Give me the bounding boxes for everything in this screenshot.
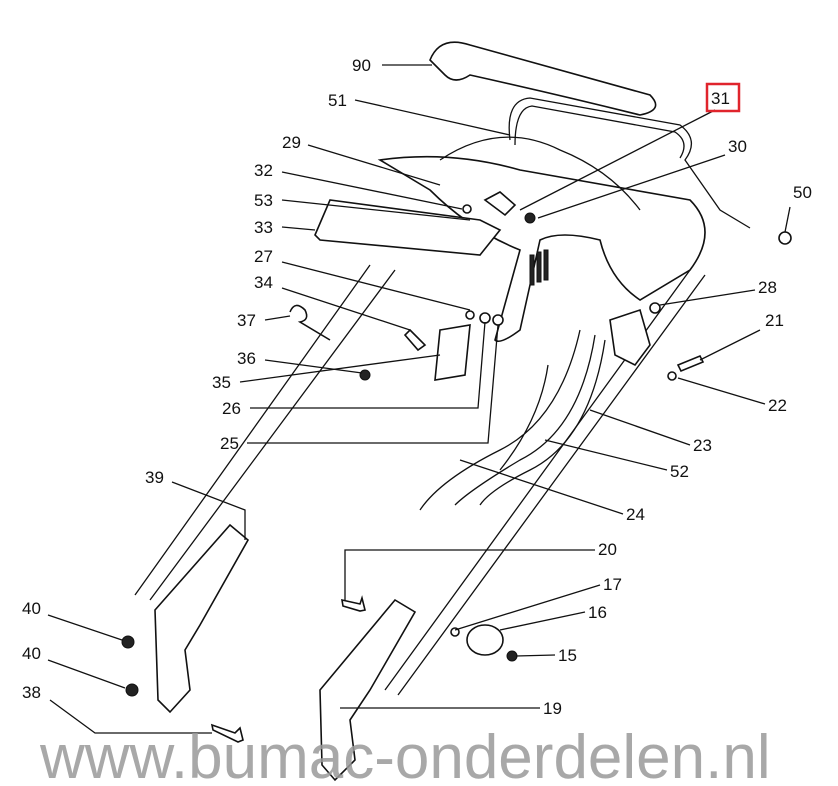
label-40-lower: 40 — [22, 644, 41, 663]
label-24: 24 — [626, 505, 645, 524]
label-35: 35 — [212, 373, 231, 392]
label-25: 25 — [220, 434, 239, 453]
label-32: 32 — [254, 161, 273, 180]
label-51: 51 — [328, 91, 347, 110]
eye-bolt-part — [289, 304, 331, 341]
screw-21-part — [676, 354, 705, 373]
cover-bar-part — [314, 199, 502, 256]
label-23: 23 — [693, 436, 712, 455]
label-31: 31 — [711, 89, 730, 108]
label-37: 37 — [237, 311, 256, 330]
label-34: 34 — [254, 273, 273, 292]
nut-part — [524, 212, 536, 224]
label-16: 16 — [588, 603, 607, 622]
control-housing-part — [377, 155, 706, 343]
label-90: 90 — [352, 56, 371, 75]
latch-part — [483, 191, 517, 217]
bolt-38-part — [210, 723, 244, 743]
lower-handle-left-part — [134, 264, 396, 601]
label-21: 21 — [765, 311, 784, 330]
upper-handle-part — [508, 97, 751, 229]
label-33: 33 — [254, 218, 273, 237]
label-53: 53 — [254, 191, 273, 210]
side-bracket-right-part — [319, 598, 417, 782]
label-19: 19 — [543, 699, 562, 718]
washer-26-part — [479, 312, 491, 324]
part-labels: 90 51 31 29 30 32 50 53 33 27 34 28 37 2… — [22, 56, 812, 718]
label-29: 29 — [282, 133, 301, 152]
label-27: 27 — [254, 247, 273, 266]
label-39: 39 — [145, 468, 164, 487]
knob-16-part — [466, 624, 504, 656]
decal-plate-part — [434, 324, 471, 381]
screw-part — [462, 204, 472, 214]
label-15: 15 — [558, 646, 577, 665]
label-20: 20 — [598, 540, 617, 559]
label-30: 30 — [728, 137, 747, 156]
label-26: 26 — [222, 399, 241, 418]
leader-lines — [47, 64, 791, 734]
label-17: 17 — [603, 575, 622, 594]
grille-part — [529, 249, 549, 286]
watermark: www.bumac-onderdelen.nl — [39, 723, 771, 786]
housing-edge-line — [439, 136, 641, 211]
nut-36-part — [359, 369, 371, 381]
label-50: 50 — [793, 183, 812, 202]
label-40-upper: 40 — [22, 599, 41, 618]
handle-grip-part — [429, 41, 657, 116]
bolt-20-part — [341, 595, 366, 612]
label-28: 28 — [758, 278, 777, 297]
washer-25-part — [492, 314, 504, 326]
nut-15-part — [506, 650, 518, 662]
cap-50-part — [778, 231, 792, 245]
highlight-box — [705, 82, 741, 113]
lower-handle-right-part — [384, 269, 706, 696]
cables-part — [419, 329, 606, 511]
cap-40b-part — [125, 683, 139, 697]
cap-40-part — [121, 635, 135, 649]
label-38: 38 — [22, 683, 41, 702]
label-52: 52 — [670, 462, 689, 481]
label-36: 36 — [237, 349, 256, 368]
nut-27-part — [465, 310, 475, 320]
side-bracket-left-part — [154, 523, 250, 714]
nut-28-part — [649, 302, 661, 314]
label-22: 22 — [768, 396, 787, 415]
bracket-plate-part — [609, 308, 651, 367]
screw-34-part — [403, 328, 427, 352]
washer-22-part — [667, 371, 677, 381]
